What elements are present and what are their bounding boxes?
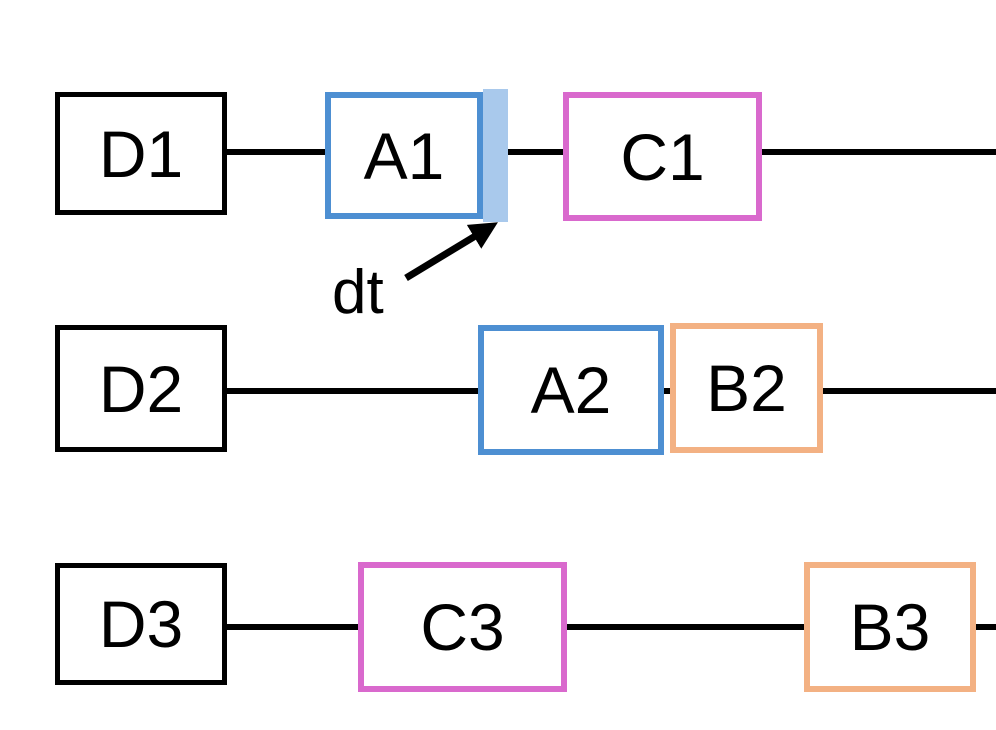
box-d2-label: D2: [98, 351, 184, 426]
box-c1-label: C1: [620, 119, 705, 194]
box-d1: D1: [55, 92, 227, 215]
box-b2: B2: [670, 323, 823, 453]
dt-highlight-strip: [483, 89, 508, 222]
box-a2: A2: [478, 325, 664, 455]
box-a1-label: A1: [363, 118, 445, 193]
box-b2-label: B2: [706, 351, 787, 425]
timeline-line-3: [227, 624, 996, 630]
box-c3-label: C3: [420, 590, 505, 664]
dt-annotation-label: dt: [332, 258, 384, 327]
box-a1: A1: [325, 92, 483, 219]
box-a2-label: A2: [530, 353, 612, 427]
box-d2: D2: [55, 325, 227, 452]
box-c3: C3: [358, 562, 567, 692]
box-d3-label: D3: [98, 587, 184, 661]
box-d3: D3: [55, 563, 227, 685]
box-b3-label: B3: [849, 590, 931, 664]
box-c1: C1: [563, 92, 762, 221]
box-b3: B3: [804, 562, 976, 692]
box-d1-label: D1: [98, 116, 184, 191]
